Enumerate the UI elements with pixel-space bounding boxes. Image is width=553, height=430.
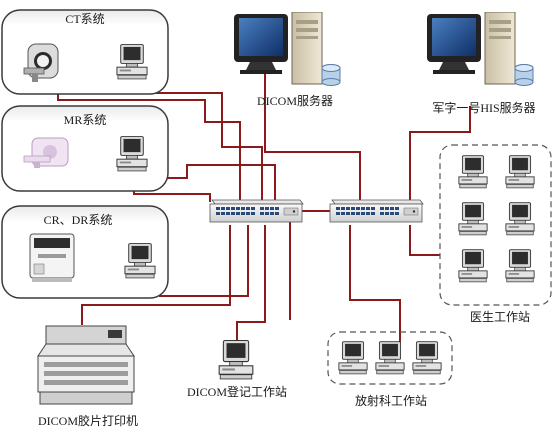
doctor-workstation-icon — [505, 202, 535, 236]
his-server-icon — [426, 12, 534, 86]
radiology-workstation-group — [327, 331, 453, 385]
crdr-workstation-icon — [124, 243, 156, 279]
crdr-system-label: CR、DR系统 — [44, 213, 113, 227]
doctor-workstation-group — [439, 144, 552, 306]
doctor-workstation-icon — [505, 155, 535, 189]
doctor-workstation-icon — [458, 155, 488, 189]
crdr-system-panel: CR、DR系统 — [1, 205, 169, 299]
ct-system-panel: CT系统 — [1, 9, 169, 95]
dicom-register-workstation-icon — [218, 340, 254, 380]
radiology-ws-label: 放射科工作站 — [355, 393, 427, 408]
doctor-workstation-icon — [458, 249, 488, 283]
dicom-register-ws-label: DICOM登记工作站 — [187, 384, 287, 399]
ct-scanner-icon — [23, 43, 59, 82]
mr-system-label: MR系统 — [64, 113, 107, 127]
ct-workstation-icon — [116, 44, 148, 80]
mr-system-panel: MR系统 — [1, 105, 169, 192]
mr-workstation-icon — [116, 136, 148, 172]
radiology-workstation-icon — [338, 341, 368, 375]
dicom-server-icon — [233, 12, 341, 86]
radiology-workstation-icon — [412, 341, 442, 375]
network-switch-right — [329, 199, 424, 223]
doctor-workstation-icon — [458, 202, 488, 236]
his-server-label: 军字一号HIS服务器 — [432, 100, 535, 115]
mr-scanner-icon — [23, 137, 69, 168]
doctor-workstation-icon — [505, 249, 535, 283]
network-switch-left — [209, 199, 304, 223]
film-printer-icon — [37, 325, 135, 405]
dicom-printer-label: DICOM胶片打印机 — [38, 413, 138, 428]
dicom-server-label: DICOM服务器 — [257, 93, 333, 108]
doctor-ws-label: 医生工作站 — [470, 310, 530, 324]
cr-reader-icon — [29, 233, 75, 282]
radiology-workstation-icon — [375, 341, 405, 375]
ct-system-label: CT系统 — [65, 12, 104, 26]
